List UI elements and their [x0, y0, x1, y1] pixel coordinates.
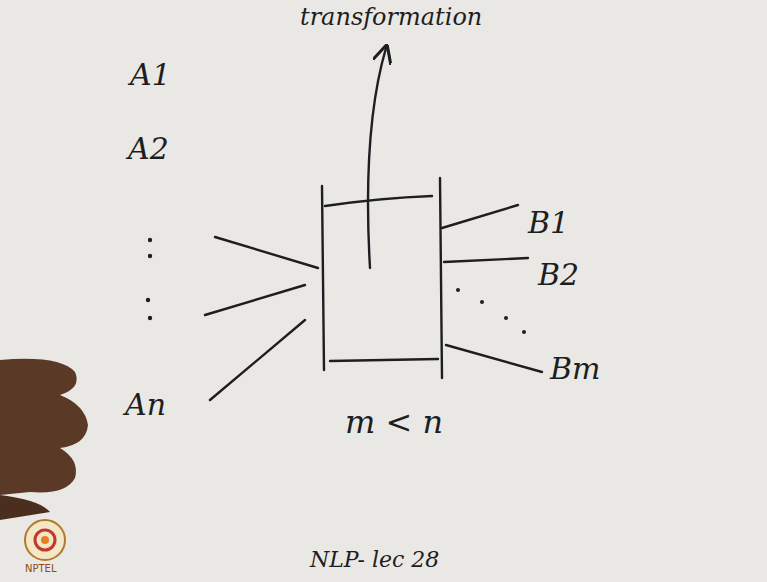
hand	[0, 359, 88, 520]
input-line	[210, 320, 305, 400]
box-bottom-side	[330, 359, 438, 361]
lecture-footer: NLP- lec 28	[310, 548, 439, 572]
ellipsis-dots	[146, 238, 526, 334]
callout-arrow	[368, 48, 386, 268]
input-label: An	[125, 388, 166, 421]
input-label: A1	[130, 58, 171, 91]
output-line	[444, 258, 528, 262]
condition-note: m < n	[345, 405, 443, 440]
box-left-side	[322, 186, 324, 370]
output-line	[442, 205, 518, 228]
output-label: B1	[528, 206, 569, 239]
input-line	[205, 285, 305, 315]
logo-text: NPTEL	[25, 563, 57, 574]
input-line	[215, 237, 318, 268]
callout-label: transformation	[300, 4, 482, 30]
nptel-logo	[25, 520, 65, 560]
output-label: Bm	[550, 352, 601, 385]
output-label: B2	[538, 258, 579, 291]
input-label: A2	[128, 132, 169, 165]
box-right-side	[440, 178, 442, 378]
box-top-side	[325, 196, 432, 206]
output-line	[446, 345, 542, 372]
ink-strokes	[205, 48, 542, 400]
